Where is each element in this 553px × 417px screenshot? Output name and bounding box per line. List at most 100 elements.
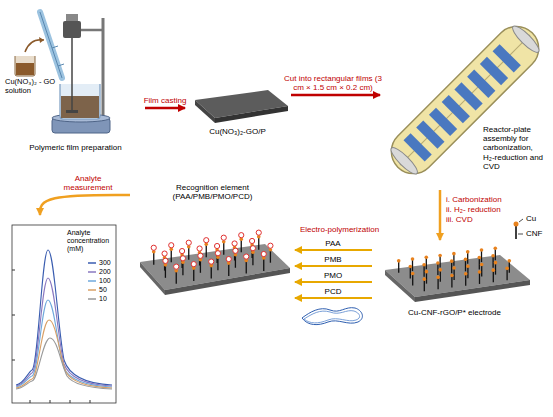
polymer-recognition-site [179,248,184,253]
reactor-tube [382,17,547,182]
arrow-label: PMB [324,255,341,264]
polymer-recognition-site [151,245,156,250]
copper-particle [425,270,429,274]
copper-particle [505,267,509,271]
voltammetry-chart [12,315,15,316]
legend-line-sample [88,296,96,302]
electrode-stage: Cu-CNF-rGO/P* electrode [372,240,538,335]
flow-arrow [439,190,442,240]
polymer-recognition-site [169,243,174,248]
cu-cnf-icon [514,219,524,239]
carbon-nanofiber [263,258,264,271]
copper-particle [466,250,470,254]
legend-row: 10 [88,294,111,303]
voltammetry-chart [12,225,116,403]
cv-curve [302,308,362,325]
legend-line-sample [88,260,96,266]
recognition-stage: Recognition element (PAA/PMB/PMO/PCD) [130,180,295,310]
copper-particle [397,259,401,263]
flow-arrow [295,249,372,251]
voltammetry-chart [16,250,112,389]
copper-particle [480,248,484,252]
polymer-recognition-site [244,254,249,259]
voltammetry-chart [12,225,116,403]
stage-caption: Cu-CNF-rGO/P* electrode [372,308,537,317]
legend-line-sample [88,280,96,282]
arrow-label: PMO [324,271,342,280]
stirring-setup [40,12,62,78]
stage-caption: Reactor-plate assembly for carbonization… [483,125,545,171]
voltammetry-chart [70,400,71,403]
carbon-nanofiber [176,271,177,284]
part-label: Cu [526,214,536,223]
legend-line-sample [88,271,96,273]
polymer-recognition-site [233,248,238,253]
flow-arrow [291,94,380,97]
voltammetry-chart [90,400,91,403]
arrow-label: PCD [325,287,342,296]
carbon-nanofiber [228,263,229,276]
stage-caption: Analyte concentration (mM) [67,229,113,253]
polymer-recognition-site [209,259,214,264]
legend-text: 50 [99,286,107,293]
polymer-film [215,106,288,123]
polymer-recognition-site [256,230,261,235]
copper-particle [438,254,442,258]
legend-text: 200 [99,268,111,275]
legend-line-sample [88,278,96,284]
chart-legend: 3002001005010 [88,258,111,303]
voltammetry-chart [12,270,15,271]
stage-caption: Polymeric film preparation [13,143,138,152]
carbon-nanofiber [188,247,189,260]
legend-line-sample [88,269,96,275]
polymer-recognition-site [261,251,266,256]
process-label: Electro-polymerization [300,225,379,234]
copper-particle [480,263,484,267]
arrow-label: PAA [325,239,340,248]
recognition-slab [140,244,290,295]
cu-cnf-icon [519,219,523,222]
copper-particle [411,272,415,276]
nanofiber-sticks [151,230,511,291]
copper-particle [436,276,440,280]
carbon-nanofiber [252,252,253,265]
copper-particle [439,268,443,272]
stage-caption: Cu(NO₃)₂-GO/P [185,127,290,136]
polymer-recognition-site [197,246,202,251]
polymer-recognition-site [180,256,185,261]
stirring-setup [15,12,110,133]
carbon-nanofiber [246,261,247,274]
cu-cnf-icon [514,222,519,227]
process-step: iii. CVD [446,215,473,224]
polymer-recognition-site [239,233,244,238]
polymer-recognition-site [191,262,196,267]
solution-label: Cu(NO₃)₂ - GO solution [5,78,57,95]
carbon-nanofiber [171,249,172,262]
cv-curve [302,308,362,325]
polymer-recognition-site [174,264,179,269]
carbon-nanofiber [241,239,242,252]
carbon-nanofiber [270,250,271,263]
cu-cnf-icon [515,226,517,239]
carbon-nanofiber [200,260,201,273]
copper-particle [450,259,454,263]
polymer-recognition-site [249,238,254,243]
copper-particle [425,255,429,259]
legend-row: 300 [88,258,111,267]
legend-row: 200 [88,267,111,276]
stirring-setup [61,96,99,118]
flow-arrow [295,297,372,299]
copper-particle [422,263,426,267]
film-stage: Cu(NO₃)₂-GO/P [185,80,291,150]
polymer-recognition-site [215,251,220,256]
process-step: i. Carbonization [446,195,502,204]
polymer-recognition-site [163,258,168,263]
copper-particle [409,265,413,269]
carbon-nanofiber [453,254,454,266]
stirring-setup [60,84,100,119]
stirring-setup [58,64,64,66]
stirring-setup [52,46,58,48]
copper-particle [478,256,482,260]
polymer-recognition-site [226,256,231,261]
flow-arrow [295,281,372,283]
